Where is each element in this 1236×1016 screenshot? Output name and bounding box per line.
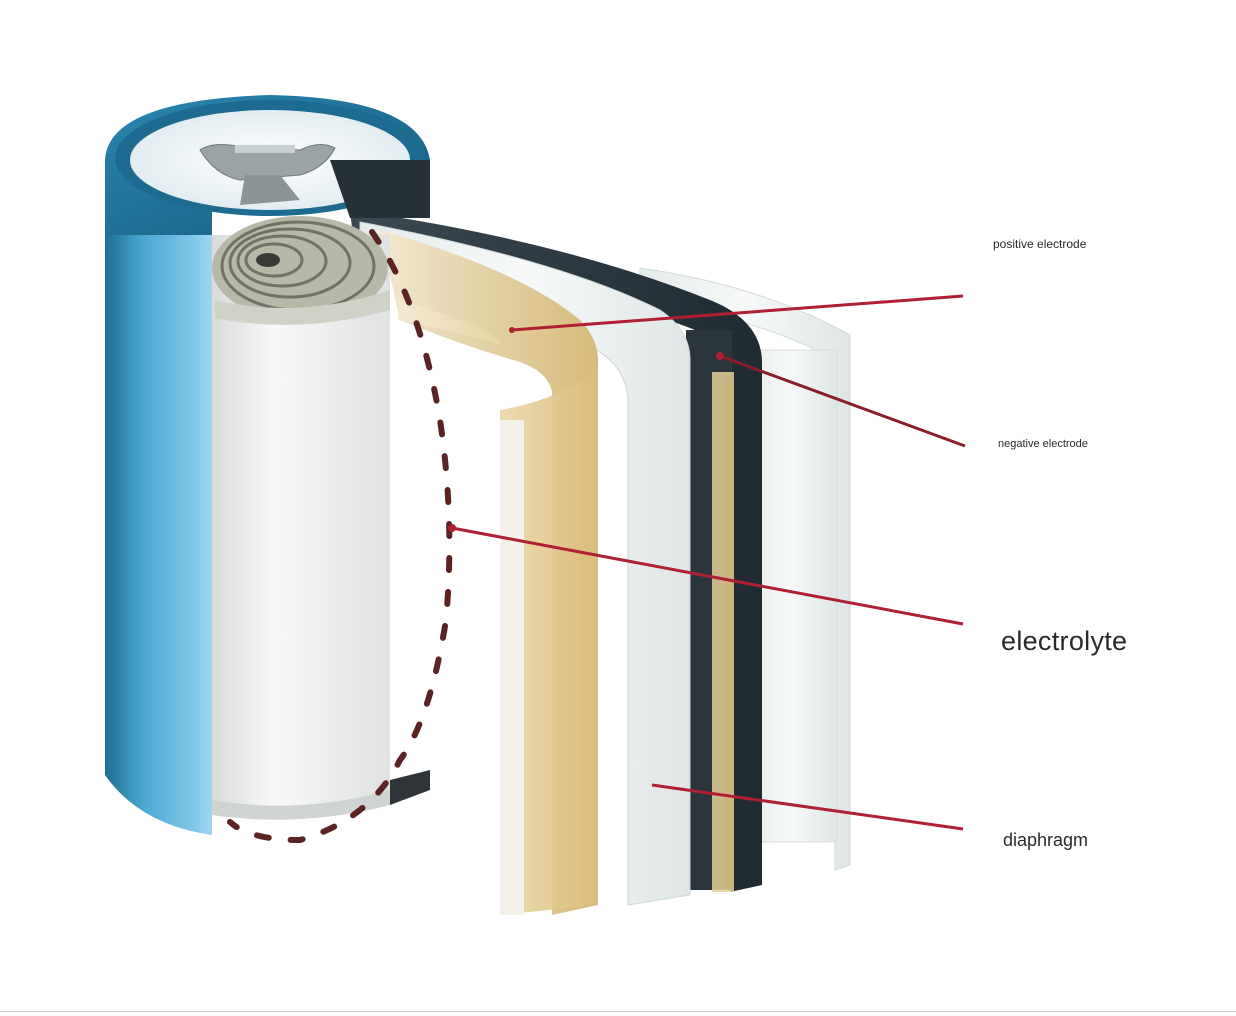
- label-positive-electrode: positive electrode: [993, 237, 1087, 251]
- bottom-divider: [0, 1011, 1236, 1012]
- positive-electrode-sheet: [380, 230, 599, 915]
- label-electrolyte: electrolyte: [1001, 626, 1128, 656]
- leader-lines: [448, 294, 966, 831]
- leader-line-positive: [511, 294, 964, 332]
- leader-line-diaphragm: [651, 783, 964, 831]
- ion-path-dashed: [227, 229, 453, 844]
- electrode-core: [212, 235, 430, 820]
- label-negative-electrode: negative electrode: [998, 438, 1088, 450]
- jelly-roll-spiral: [212, 216, 390, 325]
- leader-line-negative: [719, 354, 966, 448]
- top-terminal: [199, 144, 336, 205]
- label-diaphragm: diaphragm: [1003, 830, 1089, 850]
- leader-line-electrolyte: [451, 526, 964, 626]
